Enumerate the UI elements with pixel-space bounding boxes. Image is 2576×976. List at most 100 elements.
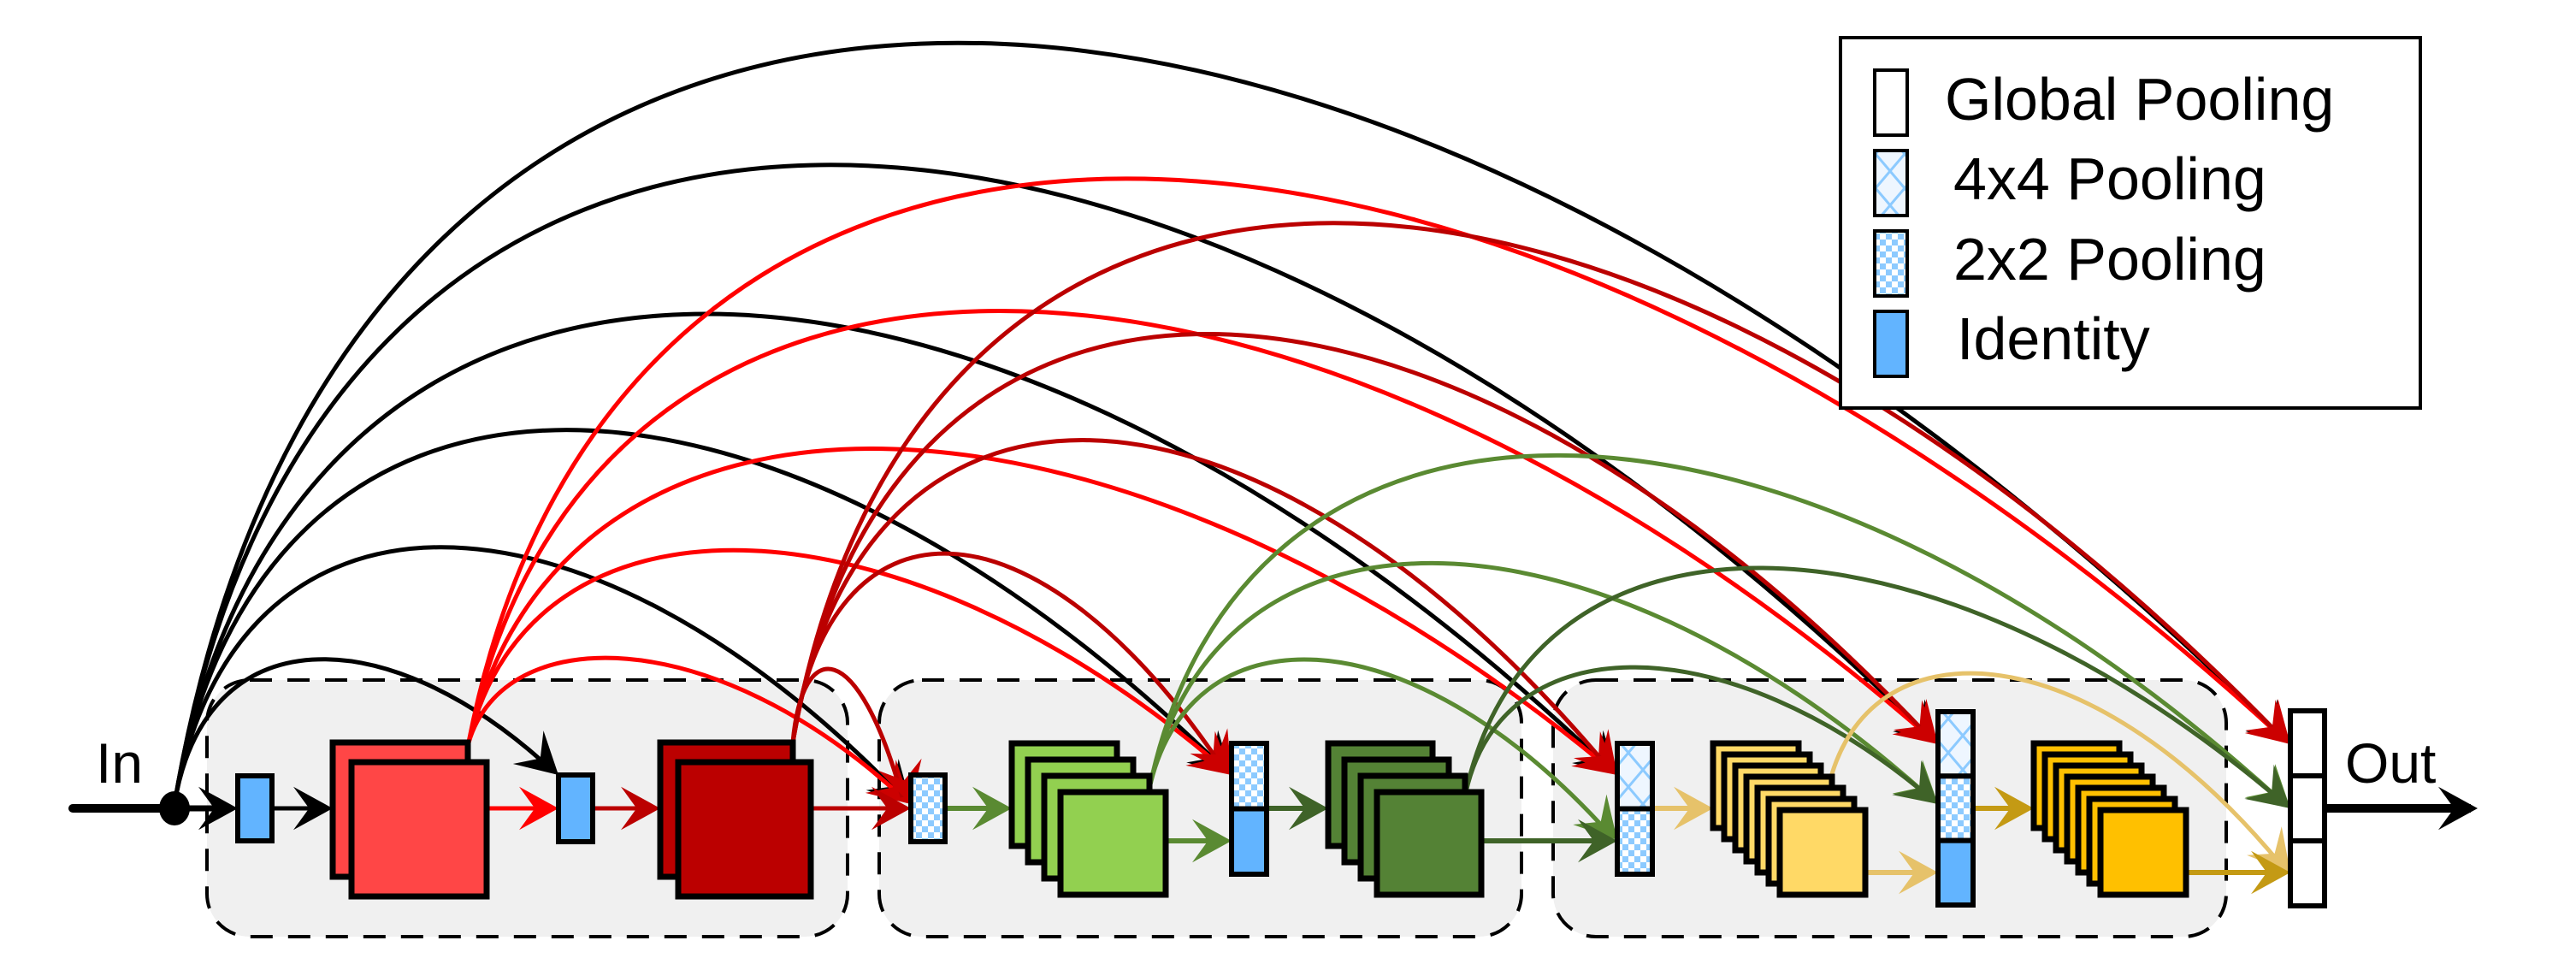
arrowhead-icon — [512, 731, 558, 775]
transition-0 — [235, 773, 275, 843]
flow-transition4-to-conv5 — [1652, 786, 1713, 831]
transition-2 — [908, 772, 948, 844]
legend-label-global-pooling: Global Pooling — [1945, 66, 2334, 133]
legend-label-4x4-pooling: 4x4 Pooling — [1953, 145, 2266, 212]
arrowhead-icon — [2251, 850, 2290, 895]
legend: Global Pooling 4x4 Pooling 2x2 Pooling I… — [1839, 36, 2422, 410]
global-pooling-segment — [2288, 838, 2327, 908]
arrowhead-icon — [198, 786, 238, 831]
arrowhead-icon — [2244, 764, 2290, 808]
arc-line — [790, 438, 1610, 770]
conv-5-stack — [1710, 740, 1869, 898]
arrowhead-icon — [519, 786, 558, 831]
arc-line — [172, 545, 904, 805]
arc-line — [466, 447, 1610, 770]
arrowhead-icon — [1893, 698, 1938, 744]
conv-2-stack — [657, 739, 814, 900]
output-label: Out — [2345, 731, 2436, 795]
conv-4-stack — [1325, 740, 1485, 898]
flow-conv5-to-transition5 — [1866, 850, 1938, 895]
arc-line — [1146, 657, 1610, 835]
flow-input-to-identity — [174, 786, 238, 831]
arc-line — [790, 332, 1931, 743]
skip-conv-2-to-output — [790, 221, 2290, 744]
arc-line — [172, 311, 1610, 805]
feature-map — [348, 759, 490, 900]
pool4-segment — [1615, 741, 1655, 812]
feature-map — [1776, 807, 1869, 898]
arc-line — [466, 309, 1931, 743]
output-global-pooling — [2288, 708, 2327, 908]
legend-label-2x2-pooling: 2x2 Pooling — [1953, 226, 2266, 293]
arc-line — [466, 176, 2284, 743]
pool4-segment — [1935, 709, 1976, 779]
layers — [235, 708, 2327, 908]
arc-line — [1463, 665, 1931, 799]
legend-label-identity: Identity — [1957, 305, 2150, 372]
arc-line — [1826, 671, 2284, 867]
global-pooling-segment — [2288, 708, 2327, 778]
arrowhead-icon — [1289, 786, 1328, 831]
main-flow — [68, 786, 2478, 895]
pool2-segment — [1935, 773, 1976, 843]
global-pooling-segment — [2288, 773, 2327, 843]
transition-1 — [556, 772, 595, 844]
pool2-segment — [1615, 806, 1655, 877]
arc-line — [466, 547, 1225, 770]
identity-segment — [235, 773, 275, 843]
output-arrow — [2325, 786, 2478, 831]
transition-4 — [1615, 741, 1655, 877]
transition-5 — [1935, 709, 1976, 908]
arc-line — [1463, 565, 2284, 803]
arrowhead-icon — [1994, 786, 2034, 831]
legend-swatch-global-pooling — [1873, 68, 1909, 137]
arc-line — [172, 428, 1225, 805]
conv-6-stack — [2030, 740, 2189, 898]
flow-conv1-to-transition1 — [487, 786, 558, 831]
legend-swatch-4x4-pooling — [1873, 149, 1909, 217]
skip-conv-5-to-output — [1826, 671, 2290, 872]
legend-swatch-identity — [1873, 310, 1909, 378]
arc-line — [172, 163, 1931, 805]
skip-conv-4-to-output — [1463, 565, 2290, 808]
conv-3-stack — [1008, 740, 1169, 898]
flow-transition1-to-conv2 — [593, 786, 660, 831]
flow-transition2-to-conv3 — [945, 786, 1012, 831]
arc-line — [790, 221, 2284, 743]
feature-map — [1374, 789, 1485, 898]
legend-swatch-2x2-pooling — [1873, 229, 1909, 298]
flow-conv2-to-transition2 — [812, 786, 911, 831]
identity-segment — [556, 772, 595, 844]
arrowhead-icon — [621, 786, 660, 831]
pool2-segment — [1229, 741, 1269, 812]
flow-transition5-to-conv6 — [1973, 786, 2034, 831]
arrowhead-icon — [293, 786, 333, 831]
identity-segment — [1229, 806, 1269, 877]
input-label: In — [96, 731, 143, 795]
arrowhead-icon — [1192, 819, 1232, 863]
arrowhead-icon — [2438, 786, 2478, 831]
pool2-segment — [908, 772, 948, 844]
arrowhead-icon — [1899, 850, 1938, 895]
arrowhead-icon — [1674, 786, 1713, 831]
skip-conv-2-to-transition-4 — [790, 438, 1617, 775]
skip-connections — [172, 40, 2290, 872]
arc-line — [1146, 561, 1931, 799]
arrowhead-icon — [1892, 760, 1938, 804]
flow-transition3-to-conv4 — [1267, 786, 1328, 831]
transition-3 — [1229, 741, 1269, 877]
flow-identity-to-conv1 — [272, 786, 333, 831]
skip-conv-2-to-transition-5 — [790, 332, 1938, 744]
flow-conv6-to-output — [2187, 850, 2290, 895]
identity-segment — [1935, 837, 1976, 908]
skip-conv-3-to-transition-4 — [1146, 657, 1617, 840]
skip-conv-4-to-transition-5 — [1463, 665, 1938, 804]
feature-map — [675, 759, 814, 900]
arc-line — [1146, 453, 2284, 803]
arrowhead-icon — [1578, 819, 1617, 863]
arc-line — [466, 655, 904, 799]
conv-1-stack — [329, 739, 490, 900]
arrowhead-icon — [871, 786, 911, 831]
arrowhead-icon — [2245, 699, 2290, 744]
legend-box — [1839, 36, 2422, 410]
